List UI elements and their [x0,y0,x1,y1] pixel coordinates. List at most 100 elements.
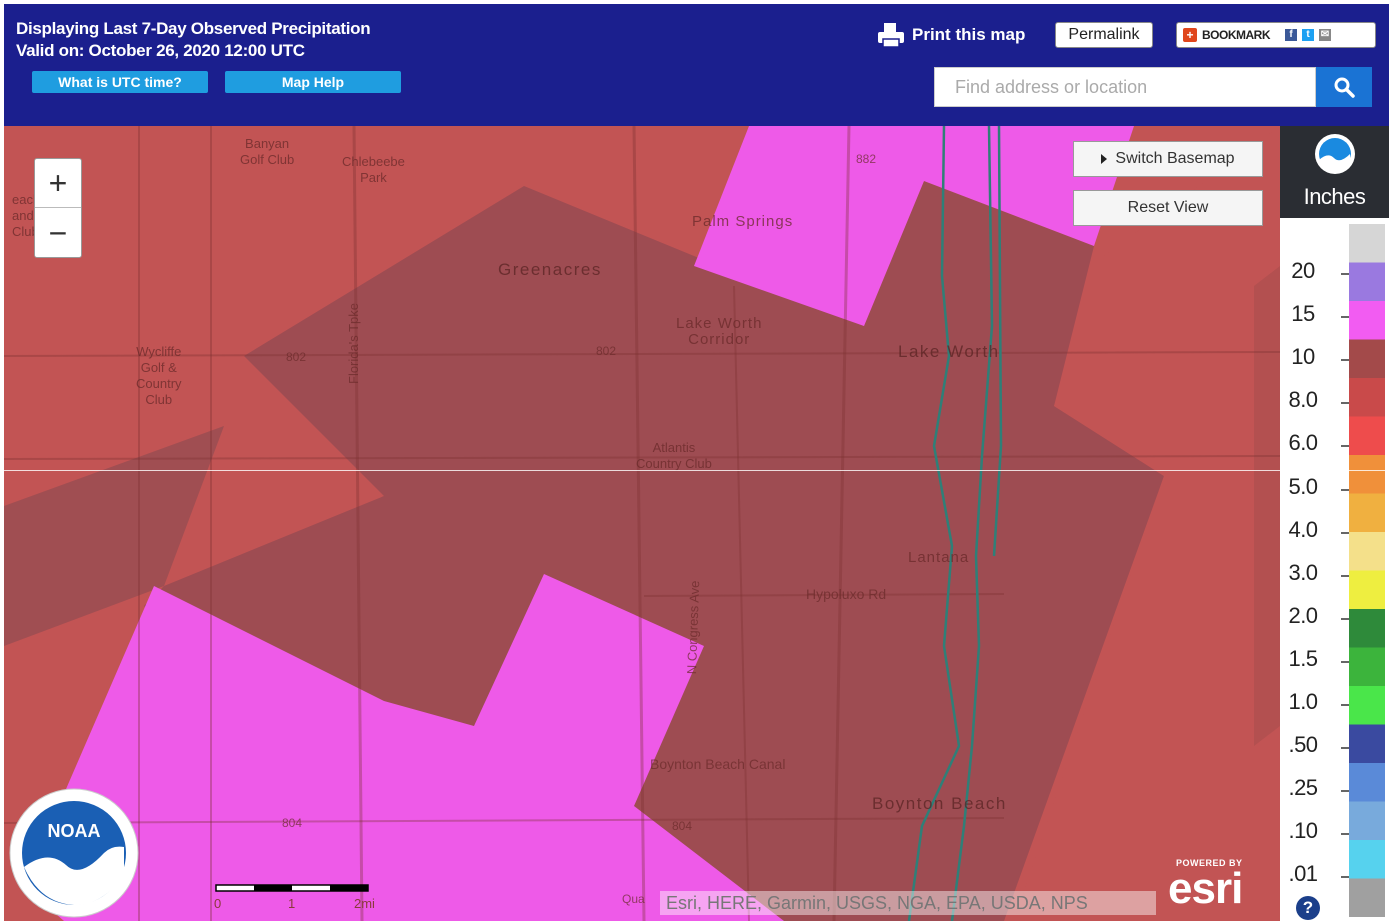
label-route-882: 882 [856,152,877,166]
map-attribution: Esri, HERE, Garmin, USGS, NGA, EPA, USDA… [660,891,1156,915]
search-box [934,67,1316,107]
label-lake-worth: Lake Worth [898,342,1000,361]
zoom-out-button[interactable]: − [48,214,68,251]
label-route-802-east: 802 [596,344,617,358]
legend-swatch [1349,224,1385,263]
label-palm-springs: Palm Springs [692,213,794,230]
legend-tick-mark [1341,747,1349,750]
bookmark-label: BOOKMARK [1202,28,1271,42]
legend-swatch [1349,262,1385,302]
title-line-1: Displaying Last 7-Day Observed Precipita… [16,19,371,38]
noaa-logo-icon: NOAA [9,788,139,918]
scale-labels: 0 1 2mi [214,896,375,912]
legend-swatch [1349,609,1385,648]
search-input[interactable] [935,68,1315,106]
page-title: Displaying Last 7-Day Observed Precipita… [16,18,371,62]
legend-tick-mark [1341,316,1349,319]
legend-swatch [1349,878,1385,917]
legend-tick-mark [1341,617,1349,620]
legend-tick-label: 15 [1291,301,1315,327]
label-boynton-canal: Boynton Beach Canal [650,756,786,772]
twitter-icon[interactable]: t [1302,29,1314,41]
legend-tick-mark [1341,574,1349,577]
legend-tick-mark [1341,833,1349,836]
legend-tick-label: .50 [1288,732,1318,758]
search-icon [1334,77,1355,98]
label-route-802-west: 802 [286,350,307,364]
label-banyan-golf: Banyan Golf Club [240,136,295,167]
switch-basemap-button[interactable]: Switch Basemap [1073,141,1263,177]
legend-tick-label: .10 [1288,818,1318,844]
help-icon[interactable]: ? [1296,896,1320,920]
print-map-label: Print this map [912,25,1026,44]
label-route-804-east: 804 [672,819,693,833]
legend-tick-mark [1341,660,1349,663]
facebook-icon[interactable]: f [1285,29,1297,41]
search-button[interactable] [1316,67,1372,107]
legend-swatch [1349,532,1385,571]
legend-tick-label: 10 [1291,344,1315,370]
legend-tick-label: 1.5 [1288,645,1318,671]
legend-swatch [1349,416,1385,456]
legend-swatch [1349,686,1385,725]
label-lantana: Lantana [908,549,970,566]
print-map-link[interactable]: Print this map [876,22,1025,48]
label-quail: Qua [622,892,645,906]
scale-label-0: 0 [214,896,222,911]
legend-tick-mark [1341,876,1349,879]
dark-strip-east [1254,266,1280,746]
legend-swatch [1349,801,1385,841]
scale-bar [215,884,369,892]
label-boynton-beach: Boynton Beach [872,794,1007,813]
legend-tick-label: 20 [1291,258,1315,283]
label-greenacres: Greenacres [498,260,602,279]
legend-color-ramp [1349,224,1385,917]
label-hypoluxo-rd: Hypoluxo Rd [806,586,887,602]
switch-basemap-label: Switch Basemap [1115,150,1235,167]
legend-tick-label: 1.0 [1288,689,1318,714]
label-beach-club: each and Club [12,192,41,239]
magenta-region-sw [24,574,784,921]
legend-tick-label: 4.0 [1288,516,1318,542]
legend-swatch [1349,840,1385,879]
esri-logo: POWERED BY esri [1168,858,1274,918]
caret-right-icon [1101,154,1108,164]
legend-tick-label: 8.0 [1288,387,1318,413]
legend-tick-mark [1341,359,1349,362]
reset-view-button[interactable]: Reset View [1073,190,1263,226]
permalink-button[interactable]: Permalink [1055,22,1153,48]
svg-text:NOAA: NOAA [48,821,101,841]
esri-wordmark: esri [1168,864,1243,913]
scale-label-2mi: 2mi [354,896,375,911]
zoom-in-button[interactable]: + [35,159,81,208]
legend-tick-mark [1341,790,1349,793]
legend-tick-label: 6.0 [1288,430,1318,456]
scale-label-1: 1 [288,896,296,911]
legend-swatch [1349,378,1385,417]
map-help-button[interactable]: Map Help [225,71,401,93]
legend-header: Inches [1280,126,1389,218]
add-plus-icon: + [1183,28,1197,42]
label-wycliffe: Wycliffe Golf & Country Club [136,344,182,407]
label-lake-worth-corridor: Lake Worth Corridor [676,315,763,348]
legend-tick-mark [1341,273,1349,275]
label-atlantis: Atlantis Country Club [636,440,712,471]
precipitation-map[interactable]: Banyan Golf Club Chlebeebe Park each and… [4,126,1280,921]
legend-tick-mark [1341,445,1349,448]
zoom-control: + − [34,158,82,258]
legend-swatch [1349,570,1385,610]
legend-units: Inches [1303,184,1366,209]
legend-tick-mark [1341,704,1349,706]
legend-swatch [1349,724,1385,764]
email-icon[interactable]: ✉ [1319,29,1331,41]
title-line-2: Valid on: October 26, 2020 12:00 UTC [16,41,305,60]
utc-time-button[interactable]: What is UTC time? [32,71,208,93]
legend-swatch [1349,493,1385,533]
header-bar: Displaying Last 7-Day Observed Precipita… [4,4,1389,126]
printer-icon [878,23,904,48]
legend-swatch [1349,455,1385,494]
bookmark-button[interactable]: + BOOKMARK f t ✉ [1176,22,1376,48]
legend-tick-label: .25 [1288,775,1318,801]
image-seam [0,470,1393,471]
legend-tick-mark [1341,531,1349,534]
